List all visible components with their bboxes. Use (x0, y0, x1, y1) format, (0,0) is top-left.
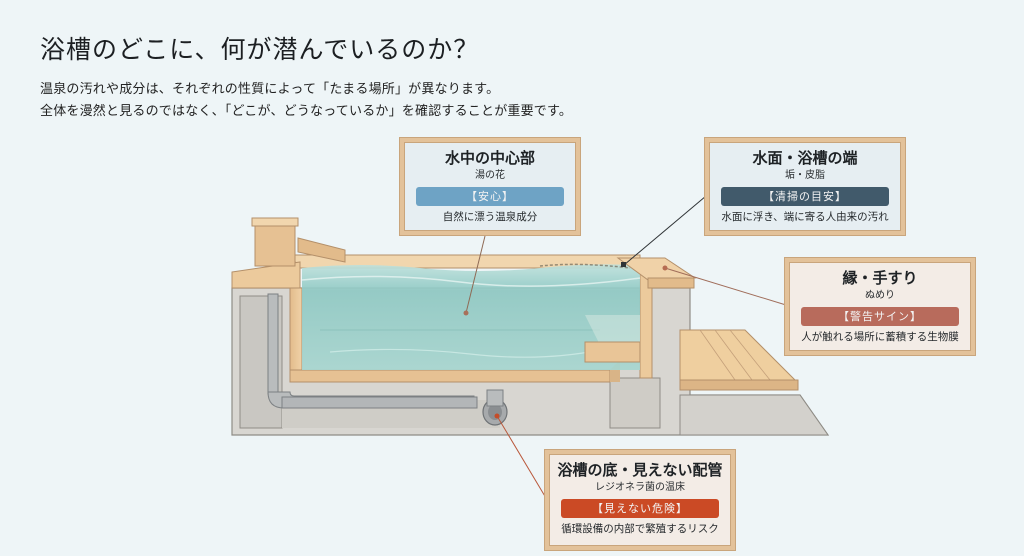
outer-wooden-deck (679, 329, 799, 391)
callout-title: 水中の中心部 (444, 149, 535, 167)
water-body (301, 263, 641, 370)
callout-description: 人が触れる場所に蓄積する生物膜 (801, 331, 959, 343)
callout-bottom-pipes: 浴槽の底・見えない配管 レジオネラ菌の温床 【見えない危険】 循環設備の内部で繁… (545, 450, 735, 550)
status-badge-cleaning-guide: 【清掃の目安】 (721, 187, 889, 206)
callout-description: 水面に浮き、端に寄る人由来の汚れ (721, 211, 889, 223)
callout-title: 縁・手すり (842, 269, 918, 287)
page-title: 浴槽のどこに、何が潜んでいるのか？ (40, 35, 480, 64)
left-deck-and-spout (231, 217, 346, 289)
rim-handrail (616, 257, 697, 289)
lead-text-line-2: 全体を漫然と見るのではなく、「どこが、どうなっているか」を確認することが重要です… (40, 104, 573, 119)
bench-step (584, 315, 641, 363)
callout-surface-edge: 水面・浴槽の端 垢・皮脂 【清掃の目安】 水面に浮き、端に寄る人由来の汚れ (705, 138, 905, 235)
callout-subtitle: 湯の花 (475, 170, 505, 181)
lead-text-line-1: 温泉の汚れや成分は、それぞれの性質によって「たまる場所」が異なります。 (40, 82, 500, 97)
callout-subtitle: ぬめり (865, 290, 895, 301)
status-badge-warning: 【警告サイン】 (801, 307, 959, 326)
callout-rim-handrail: 縁・手すり ぬめり 【警告サイン】 人が触れる場所に蓄積する生物膜 (785, 258, 975, 355)
callout-title: 浴槽の底・見えない配管 (557, 461, 723, 479)
callout-water-center: 水中の中心部 湯の花 【安心】 自然に漂う温泉成分 (400, 138, 580, 235)
status-badge-safe: 【安心】 (416, 187, 564, 206)
callout-description: 自然に漂う温泉成分 (442, 211, 538, 223)
callout-leader-lines (463, 195, 787, 499)
hidden-pipes (267, 293, 508, 426)
callout-title: 水面・浴槽の端 (752, 149, 858, 167)
callout-subtitle: レジオネラ菌の温床 (595, 482, 685, 493)
callout-description: 循環設備の内部で繁殖するリスク (561, 523, 719, 535)
callout-subtitle: 垢・皮脂 (785, 170, 825, 181)
status-badge-danger: 【見えない危険】 (561, 499, 719, 518)
